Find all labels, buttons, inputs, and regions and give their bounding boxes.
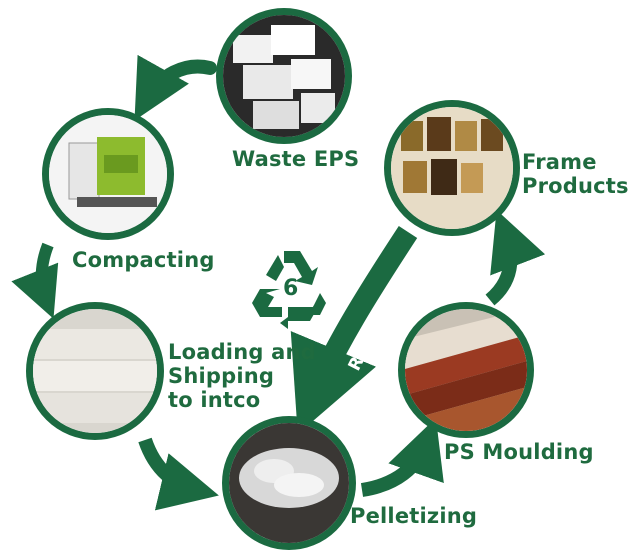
compacting-photo	[42, 108, 174, 240]
loading-label-line3: to intco	[168, 388, 261, 412]
pelletizing-photo	[222, 416, 356, 550]
arrow-moulding-to-frame	[485, 210, 546, 306]
compacting-label: Compacting	[72, 248, 215, 272]
arrow-recyclable-frame-to-pelletizing	[290, 225, 418, 435]
pelletizing-label: Pelletizing	[350, 504, 478, 528]
frame-label-line1: Frame	[522, 150, 597, 174]
loading-label-line1: Loading and	[168, 340, 316, 364]
ps-moulding-label: PS Moulding	[444, 440, 594, 464]
arrow-waste-to-compacting	[134, 54, 217, 121]
waste-eps-label: Waste EPS	[232, 147, 360, 171]
frame-products-label: Frame Products	[522, 150, 629, 198]
frame-products-photo	[384, 100, 520, 236]
arrow-pelletizing-to-moulding	[360, 417, 444, 497]
arrow-loading-to-pelletizing	[138, 437, 219, 511]
loading-label-line2: Shipping	[168, 364, 275, 388]
loading-photo	[26, 302, 164, 440]
arrow-compacting-to-loading	[11, 242, 59, 319]
frame-label-line2: Products	[522, 174, 629, 198]
recycling-number: 6	[283, 276, 298, 301]
waste-eps-photo	[216, 8, 352, 144]
loading-label: Loading and Shipping to intco	[168, 340, 316, 412]
ps-moulding-photo	[398, 302, 534, 438]
recycling-symbol-icon: 6	[252, 251, 326, 329]
